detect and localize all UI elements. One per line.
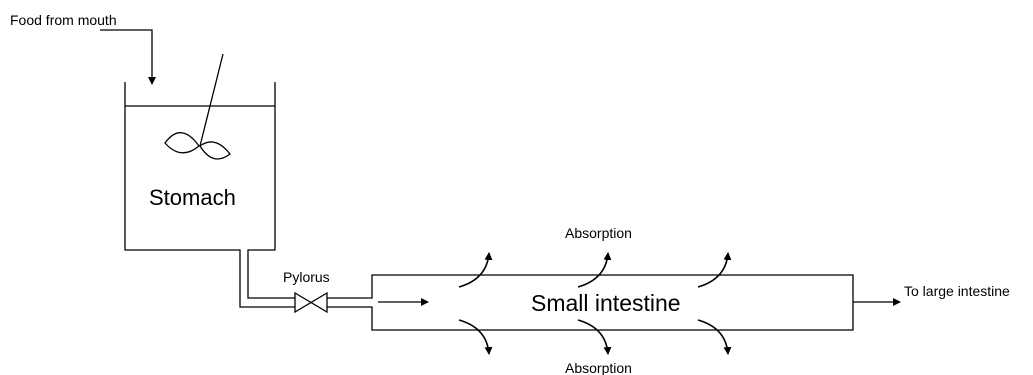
food-input-arrow [100,29,156,85]
stomach-wall-right [247,82,295,299]
pylorus-valve-icon [294,291,328,314]
absorption-arrow-up-3 [697,252,732,288]
pylorus-label: Pylorus [283,269,330,285]
stirrer-icon [164,53,231,160]
absorption-arrow-up-1 [458,252,493,288]
small-intestine-label: Small intestine [531,290,681,316]
absorption-top-label: Absorption [565,225,632,241]
large-intestine-label: To large intestine [904,283,1010,299]
absorption-arrow-up-2 [577,252,612,288]
absorption-bottom-label: Absorption [565,360,632,375]
stomach-wall-left [124,82,295,308]
absorption-arrow-down-1 [458,319,493,355]
absorption-arrow-down-2 [577,319,612,355]
absorption-arrow-down-3 [697,319,732,355]
stomach-label: Stomach [149,185,236,210]
food-input-label: Food from mouth [10,12,117,28]
